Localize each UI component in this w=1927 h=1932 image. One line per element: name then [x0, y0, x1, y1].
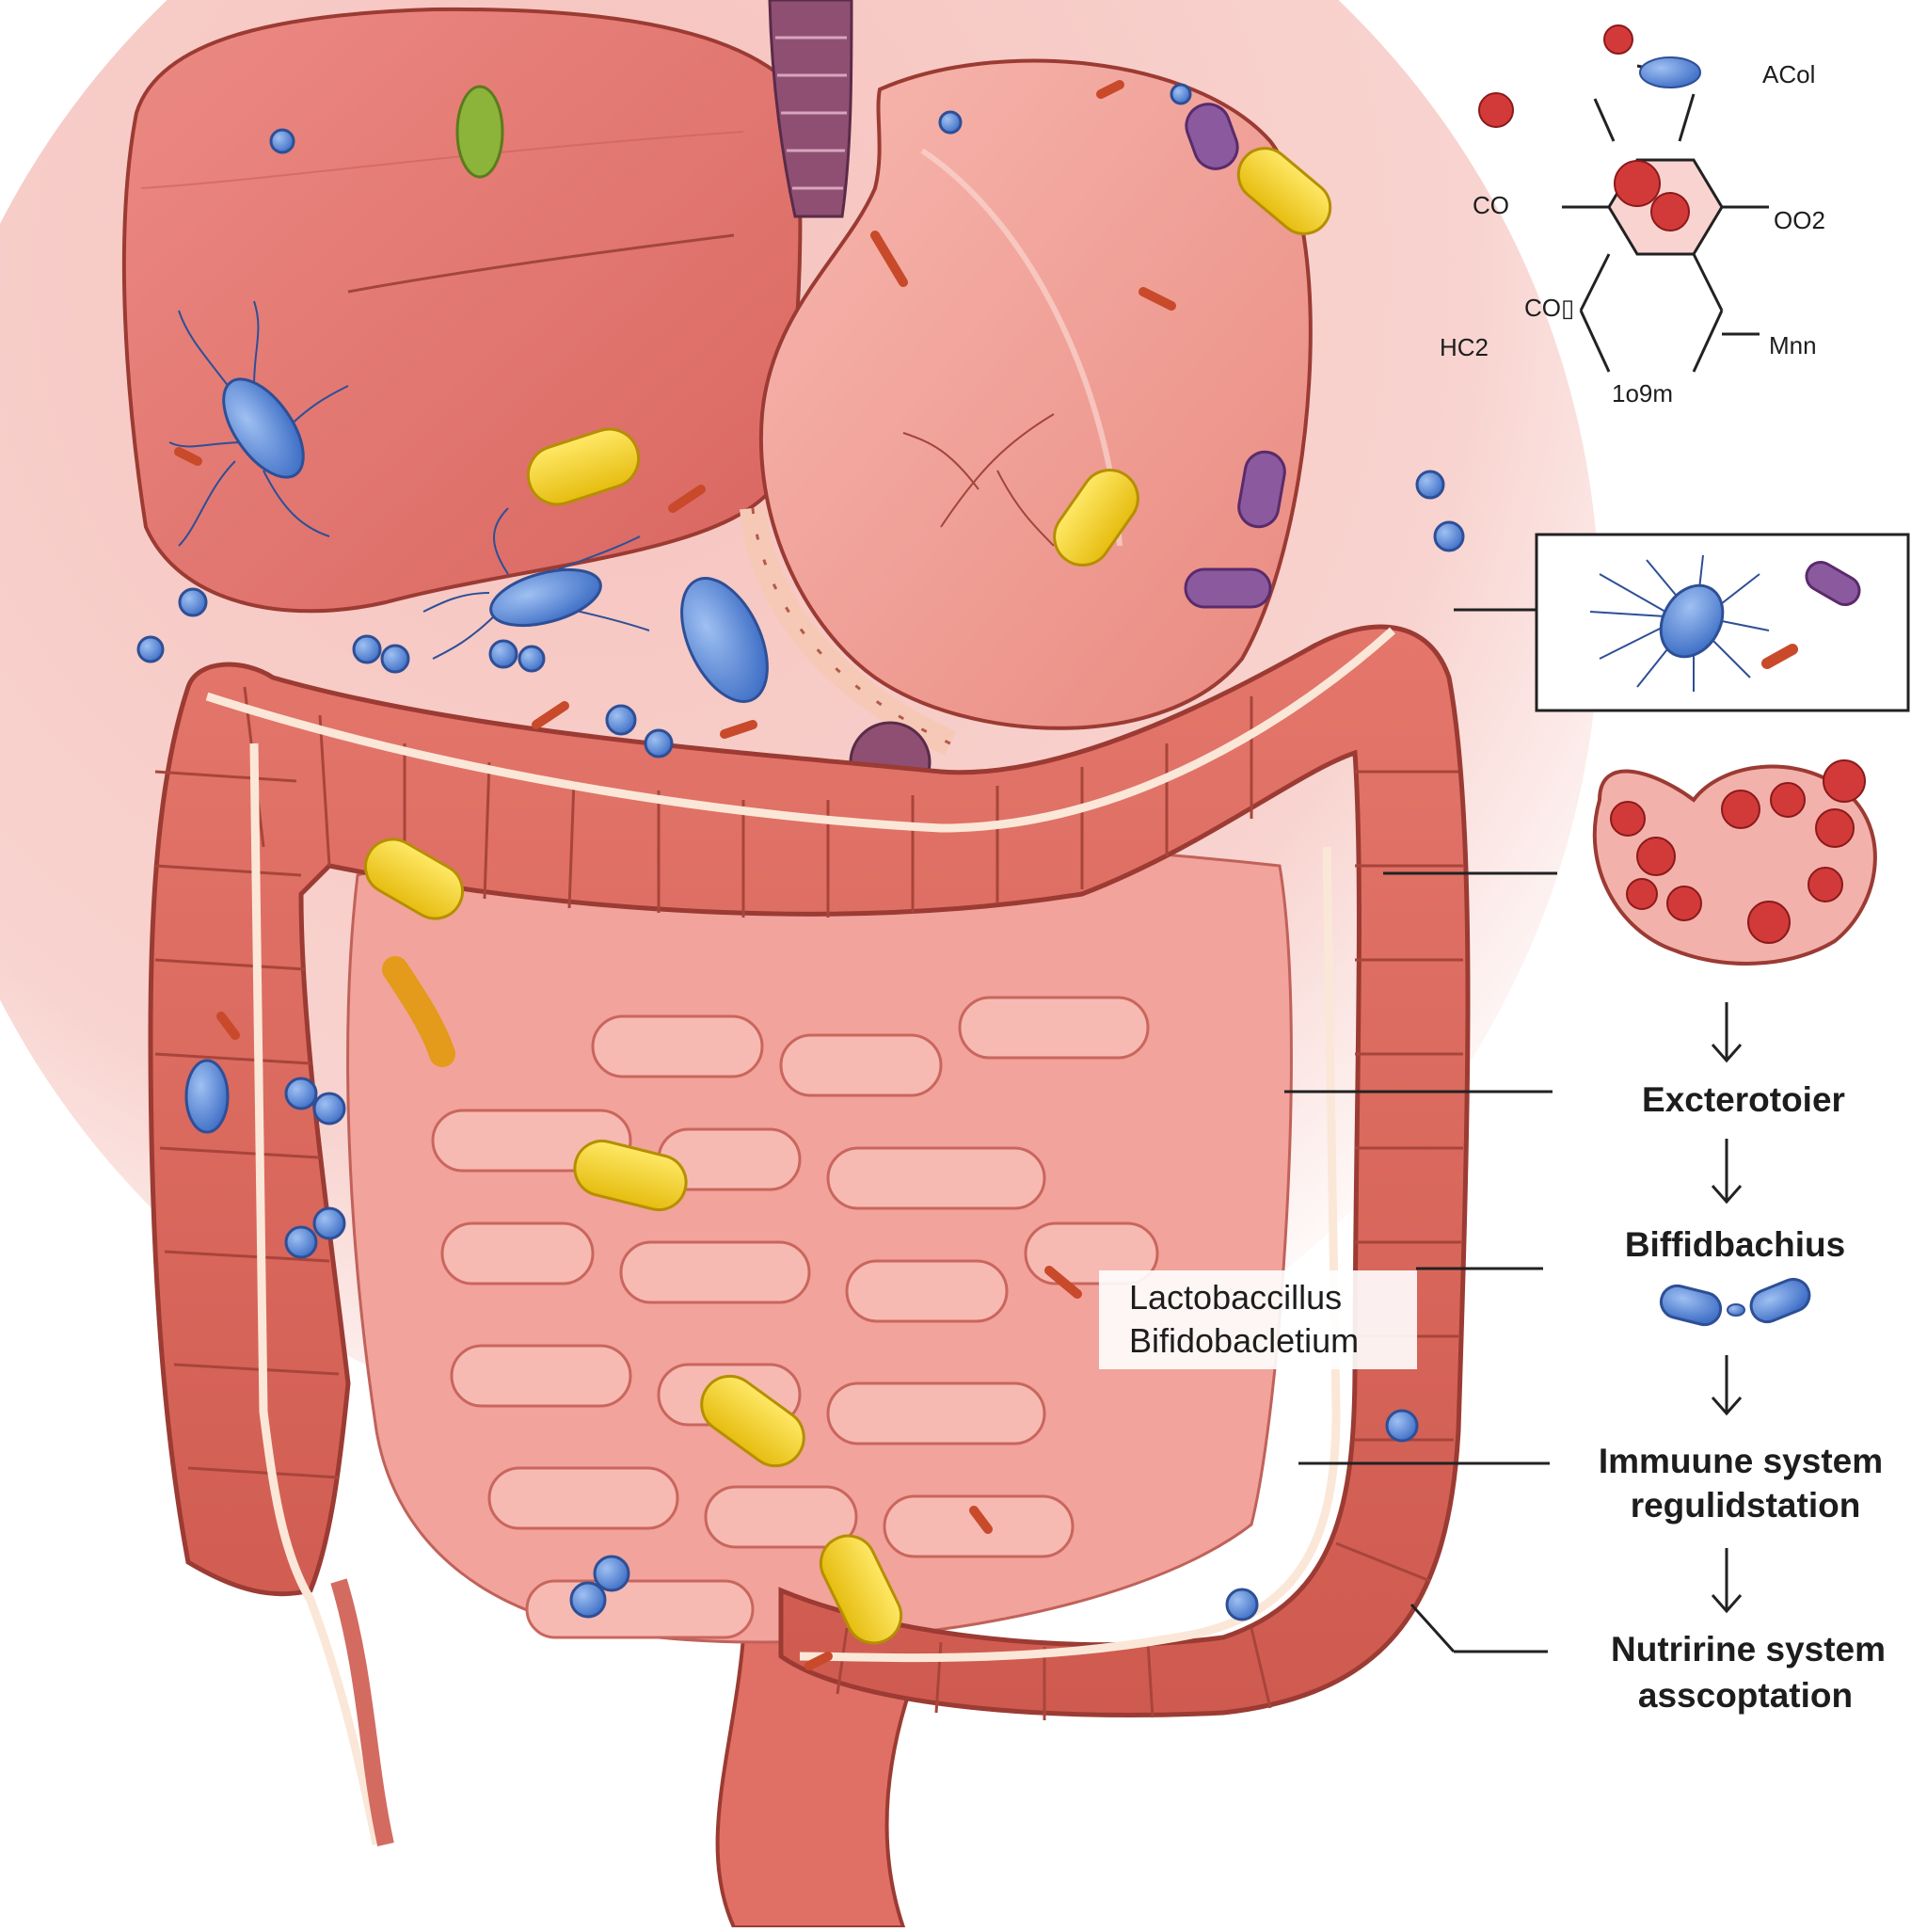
- esophagus-rings: [775, 36, 847, 190]
- appendix: [330, 1578, 394, 1846]
- flow-label-4a: Nutririne system: [1611, 1630, 1886, 1669]
- orange-bacterium: [382, 956, 455, 1067]
- chem-label-mnn: Mnn: [1769, 331, 1817, 359]
- esophagus: [768, 0, 853, 218]
- flow-label-1: Excterotoier: [1642, 1080, 1845, 1119]
- chem-label-oo2: OO2: [1774, 206, 1825, 234]
- chem-label-1o9m: 1o9m: [1612, 379, 1673, 407]
- liver: [121, 7, 803, 614]
- flow-label-4b: asscoptation: [1638, 1676, 1853, 1715]
- flagellated-bacterium-2: [489, 567, 602, 628]
- duodenum: [740, 506, 956, 756]
- bifidobacterium-cocci: [136, 83, 1465, 1621]
- red-pathogens: [174, 80, 1176, 1670]
- large-bifidobacterium: [680, 577, 769, 703]
- red-pathogen-icon: [1761, 644, 1798, 669]
- chem-label-acol: ACol: [1762, 60, 1815, 88]
- stomach: [758, 58, 1313, 730]
- chem-label-co-box: CO▯: [1524, 294, 1574, 322]
- purple-bacteria: [1184, 103, 1286, 609]
- transverse-lumen-line: [205, 627, 1396, 833]
- colon: [148, 624, 1471, 1717]
- bifidobacterium-pair-icon: [1659, 1277, 1811, 1327]
- chemistry-atoms: [1478, 24, 1701, 232]
- center-label-box: [1099, 1270, 1417, 1369]
- flow-label-3b: regulidstation: [1631, 1486, 1861, 1525]
- leader-lines: [1284, 608, 1557, 1653]
- flow-label-3a: Immuune system: [1599, 1442, 1883, 1480]
- blue-flagellated-bacterium-icon: [1589, 554, 1770, 692]
- down-arrow-icons: [1711, 1002, 1743, 1614]
- flagellated-bacteria: [168, 300, 650, 660]
- flagellated-bacterium-1: [222, 377, 305, 479]
- center-label-line1: Lactobaccillus: [1129, 1278, 1342, 1317]
- center-label-line2: Bifidobacletium: [1129, 1321, 1359, 1360]
- blood-cell-cluster-icon: [1592, 759, 1877, 966]
- liver-fissure: [347, 233, 735, 294]
- flow-label-2: Biffidbachius: [1625, 1225, 1845, 1264]
- stomach-vessels: [902, 413, 1055, 547]
- chem-label-hc2: HC2: [1440, 333, 1489, 361]
- colon-lumen-line: [249, 742, 381, 1845]
- descending-lumen-line: [799, 846, 1341, 1663]
- liver-vein: [140, 131, 744, 189]
- lactobacillus-bacteria: [363, 147, 1332, 1645]
- purple-rod-bacterium-icon: [1805, 561, 1861, 606]
- chem-label-co: CO: [1473, 191, 1509, 219]
- gallbladder: [455, 85, 504, 179]
